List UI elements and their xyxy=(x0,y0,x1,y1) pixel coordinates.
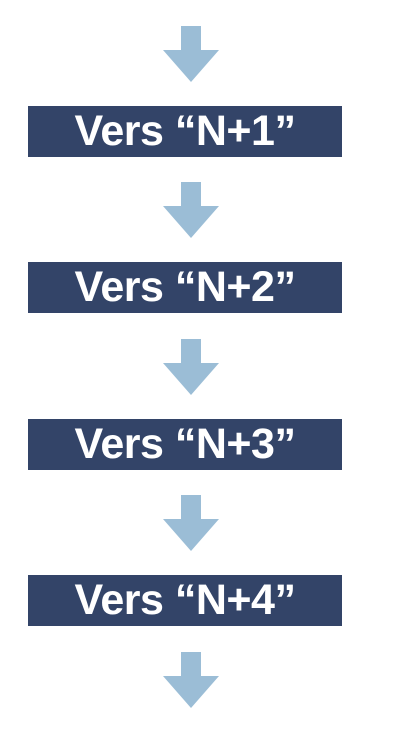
down-arrow-icon xyxy=(163,26,219,82)
down-arrow-icon xyxy=(163,652,219,708)
step-label: Vers “N+3” xyxy=(74,420,296,468)
step-label: Vers “N+4” xyxy=(74,576,296,624)
down-arrow-icon xyxy=(163,495,219,551)
down-arrow-icon xyxy=(163,339,219,395)
step-box-n-plus-4: Vers “N+4” xyxy=(28,575,342,626)
step-box-n-plus-2: Vers “N+2” xyxy=(28,262,342,313)
down-arrow-icon xyxy=(163,182,219,238)
step-label: Vers “N+1” xyxy=(74,107,296,155)
step-label: Vers “N+2” xyxy=(74,263,296,311)
step-box-n-plus-3: Vers “N+3” xyxy=(28,419,342,470)
step-box-n-plus-1: Vers “N+1” xyxy=(28,106,342,157)
